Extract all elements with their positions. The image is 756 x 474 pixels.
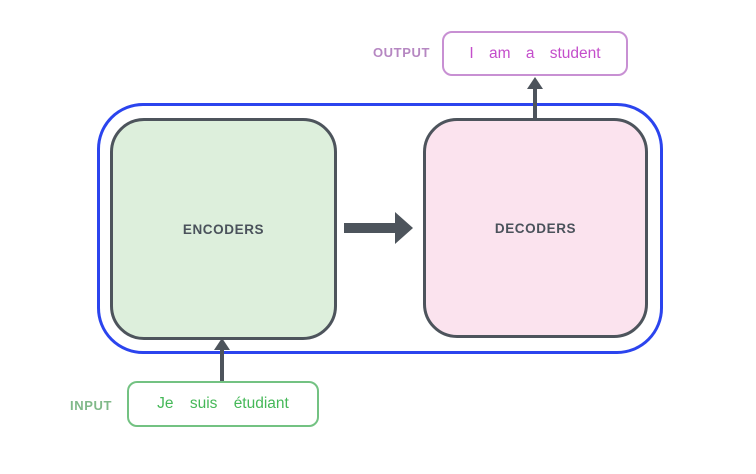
input-label: INPUT: [70, 398, 112, 413]
output-sentence: I am a student: [469, 44, 601, 62]
arrow-head: [395, 212, 413, 244]
encoders-label: ENCODERS: [182, 221, 265, 237]
arrow-head: [214, 338, 230, 350]
input-to-encoder-arrow-icon: [214, 338, 230, 382]
arrow-shaft: [344, 223, 397, 233]
arrow-shaft: [533, 86, 537, 119]
encoder-to-decoder-arrow-icon: [344, 212, 414, 244]
input-sentence: Je suis étudiant: [157, 395, 289, 412]
decoder-to-output-arrow-icon: [527, 77, 543, 119]
decoders-label: DECODERS: [494, 220, 577, 236]
output-box: I am a student: [442, 31, 628, 76]
encoders-box: ENCODERS: [110, 118, 337, 340]
output-label: OUTPUT: [372, 45, 430, 60]
input-box: Je suis étudiant: [127, 381, 319, 427]
decoders-box: DECODERS: [423, 118, 648, 338]
arrow-head: [527, 77, 543, 89]
arrow-shaft: [220, 347, 224, 382]
